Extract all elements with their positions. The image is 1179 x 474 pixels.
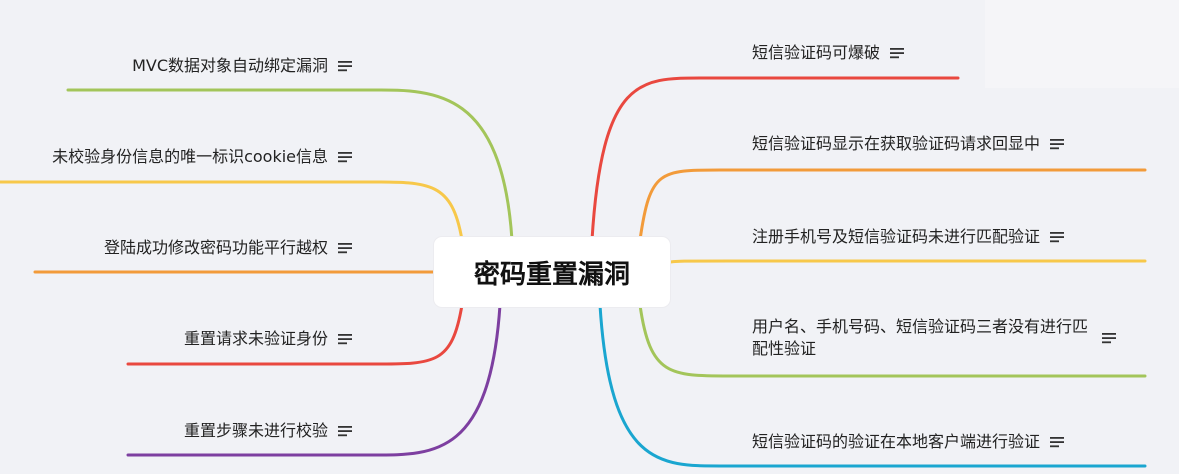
topic-left-2[interactable]: 登陆成功修改密码功能平行越权 (104, 237, 352, 259)
notes-icon[interactable] (1050, 436, 1065, 448)
branch-right-0 (590, 76, 960, 242)
branch-right-2 (668, 259, 1147, 264)
topic-label: 未校验身份信息的唯一标识cookie信息 (52, 147, 328, 166)
notes-icon[interactable] (338, 151, 352, 163)
branch-right-1 (638, 168, 1147, 242)
topic-left-0[interactable]: MVC数据对象自动绑定漏洞 (132, 55, 352, 77)
topic-right-1[interactable]: 短信验证码显示在获取验证码请求回显中 (752, 133, 1065, 155)
topic-left-4[interactable]: 重置步骤未进行校验 (184, 420, 352, 442)
topic-right-0[interactable]: 短信验证码可爆破 (752, 42, 905, 64)
branch-left-0 (66, 88, 514, 242)
topic-right-3[interactable]: 用户名、手机号码、短信验证码三者没有进行匹配性验证 (752, 316, 1122, 360)
corner-panel (985, 0, 1179, 88)
topic-right-2[interactable]: 注册手机号及短信验证码未进行匹配验证 (752, 226, 1065, 248)
notes-icon[interactable] (890, 47, 905, 59)
branch-right-3 (638, 303, 1147, 378)
notes-icon[interactable] (1050, 138, 1065, 150)
topic-label: 短信验证码的验证在本地客户端进行验证 (752, 432, 1041, 451)
branch-right-4 (598, 303, 1147, 468)
topic-right-4[interactable]: 短信验证码的验证在本地客户端进行验证 (752, 431, 1065, 453)
central-topic[interactable]: 密码重置漏洞 (434, 237, 670, 307)
topic-label: 登陆成功修改密码功能平行越权 (103, 238, 328, 257)
notes-icon[interactable] (338, 333, 352, 345)
topic-label: 短信验证码显示在获取验证码请求回显中 (752, 134, 1041, 153)
notes-icon[interactable] (338, 242, 352, 254)
topic-label: 注册手机号及短信验证码未进行匹配验证 (752, 227, 1041, 246)
central-topic-label: 密码重置漏洞 (473, 259, 630, 290)
topic-label: 短信验证码可爆破 (752, 43, 881, 62)
topic-left-1[interactable]: 未校验身份信息的唯一标识cookie信息 (52, 146, 352, 168)
topic-label: MVC数据对象自动绑定漏洞 (132, 56, 328, 75)
branch-left-4 (126, 303, 502, 457)
branch-left-1 (0, 180, 464, 242)
topic-label: 重置步骤未进行校验 (183, 421, 328, 440)
branch-left-3 (126, 303, 464, 366)
notes-icon[interactable] (338, 425, 352, 437)
notes-icon[interactable] (338, 60, 352, 72)
topic-label: 重置请求未验证身份 (183, 329, 328, 348)
topic-left-3[interactable]: 重置请求未验证身份 (184, 328, 352, 350)
topic-label: 用户名、手机号码、短信验证码三者没有进行匹配性验证 (752, 317, 1089, 358)
notes-icon[interactable] (1050, 231, 1065, 243)
notes-icon[interactable] (1102, 332, 1116, 344)
